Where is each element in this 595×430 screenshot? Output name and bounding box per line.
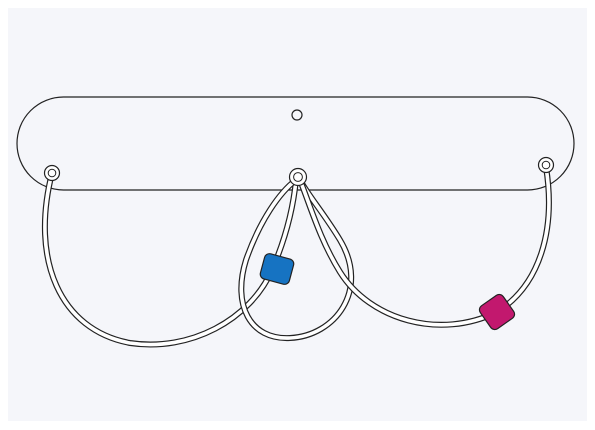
cord xyxy=(42,164,552,348)
right-peg xyxy=(537,156,555,174)
center-peg xyxy=(288,167,308,187)
panel-background xyxy=(8,8,587,421)
blue-bead xyxy=(259,253,295,285)
diagram-panel xyxy=(8,8,587,421)
left-peg xyxy=(43,164,61,182)
center-hole xyxy=(291,109,303,121)
magenta-bead xyxy=(478,293,516,331)
